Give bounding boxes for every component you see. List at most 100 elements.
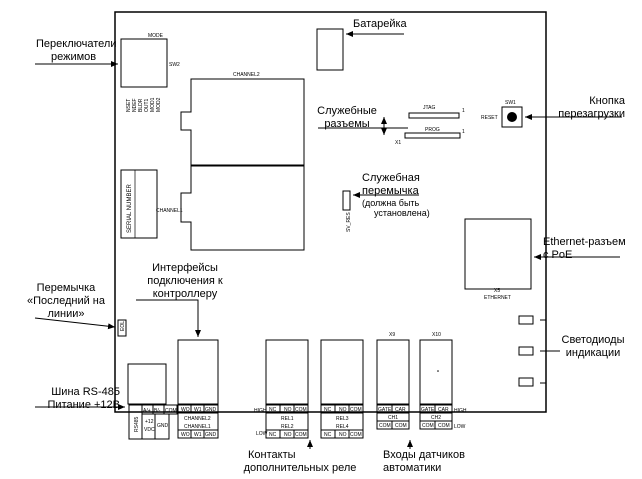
label-rs485: Шина RS-485 Питание +12В xyxy=(20,386,120,412)
callout-arrow xyxy=(136,299,201,337)
sw1-label: SW1 xyxy=(505,100,516,106)
label-line: Служебная xyxy=(362,172,420,184)
x9-label: X9 xyxy=(389,332,395,338)
x10-connector xyxy=(419,339,453,405)
label-line: Батарейка xyxy=(353,18,407,30)
mode-switch-name: MOD1 xyxy=(150,97,156,112)
jtag-pin1: 1 xyxy=(462,108,465,114)
relay-row-label: REL1 xyxy=(281,416,294,422)
x5-label: X5 xyxy=(494,288,500,294)
x10-pin: COM xyxy=(438,423,450,429)
pcb-outline xyxy=(114,11,547,413)
channel1-connector xyxy=(180,165,305,251)
x9-connector xyxy=(376,339,410,405)
ethernet-connector xyxy=(464,218,532,290)
x9-channel: CH1 xyxy=(388,415,398,421)
label-line: перезагрузки xyxy=(558,108,625,120)
label-line: контроллеру xyxy=(152,288,218,300)
rs485-pin: GND xyxy=(157,423,169,429)
rs485-pin: VDC xyxy=(144,427,155,433)
label-reset-button: Кнопка перезагрузки xyxy=(545,95,625,121)
reset-button xyxy=(507,112,517,122)
label-line: Контакты xyxy=(248,449,296,461)
x9-pin: COM xyxy=(395,423,407,429)
channel-pin: W1 xyxy=(194,432,202,438)
label-battery: Батарейка xyxy=(353,18,407,31)
label-line: Перемычка xyxy=(36,282,96,294)
label-line: разъемы xyxy=(324,118,370,130)
mode-switch-name: NDEF xyxy=(132,98,138,112)
label-leds: Светодиоды индикации xyxy=(557,334,629,360)
high-label-right: HIGH xyxy=(454,408,467,414)
battery xyxy=(316,28,344,71)
mode-switch-name: BLDR xyxy=(138,98,144,112)
channel-pin: W1 xyxy=(194,407,202,413)
x1-label: X1 xyxy=(395,140,401,146)
eol-jumper xyxy=(117,319,127,337)
x10-label: X10 xyxy=(432,332,441,338)
prog-connector xyxy=(404,132,461,139)
label-line: с PoE xyxy=(543,249,573,261)
rs485-terminal xyxy=(127,363,167,405)
prog-pin1: 1 xyxy=(462,129,465,135)
channel-row-label: CHANNEL2 xyxy=(184,416,211,422)
relay-block-1-2 xyxy=(265,339,309,405)
ethernet-board-label: ETHERNET xyxy=(484,295,511,301)
relay-pin: NC xyxy=(269,407,277,413)
x9-pin: CAR xyxy=(395,407,406,413)
relay-pin: NO xyxy=(284,432,292,438)
reset-label: RESET xyxy=(481,115,498,121)
label-mode-switches: Переключатели режимов xyxy=(36,38,116,64)
channel-row-label: CHANNEL1 xyxy=(184,424,211,430)
label-line: Светодиоды xyxy=(561,334,625,346)
mode-switch-name: MOD2 xyxy=(156,97,162,112)
sv-res-label: SV_RES xyxy=(346,212,352,232)
relay-pin: COM xyxy=(295,432,307,438)
serial-number-label: SERIAL NUMBER xyxy=(127,184,133,233)
rs485-pin: B/- xyxy=(154,408,161,414)
sv-res-jumper xyxy=(342,190,351,211)
channel-pin: WO xyxy=(181,407,190,413)
label-line: дополнительных реле xyxy=(243,462,357,474)
x9-pin: GATE xyxy=(378,407,392,413)
relay-pin: NO xyxy=(339,407,347,413)
mode-switch-block xyxy=(120,38,168,88)
relay-pin: NO xyxy=(284,407,292,413)
label-line: линии» xyxy=(47,308,85,320)
x10-pin: COM xyxy=(422,423,434,429)
label-line: перемычка xyxy=(362,185,419,197)
relay-pin: COM xyxy=(295,407,307,413)
low-label-right: LOW xyxy=(454,424,466,430)
x10-channel: CH2 xyxy=(431,415,441,421)
relay-pin: NC xyxy=(324,432,332,438)
led-indicator xyxy=(518,377,534,387)
label-sensor-inputs: Входы датчиков автоматики xyxy=(383,449,465,475)
x9-pin: COM xyxy=(379,423,391,429)
label-service-jumper: Служебная перемычка (должна быть установ… xyxy=(362,172,430,218)
relay-block-3-4 xyxy=(320,339,364,405)
led-indicator xyxy=(518,315,534,325)
label-line: установлена) xyxy=(374,208,430,218)
relay-pin: NO xyxy=(339,432,347,438)
reset-button-frame xyxy=(501,106,523,128)
rs485-side-label: RS485 xyxy=(134,416,140,432)
relay-row-label: REL4 xyxy=(336,424,349,430)
label-line: Интерфейсы xyxy=(152,262,218,274)
label-line: Ethernet-разъем xyxy=(543,236,626,248)
label-controller-interfaces: Интерфейсы подключения к контроллеру xyxy=(130,262,240,301)
rs485-pin: A/+ xyxy=(143,408,151,414)
mode-switch-name: OUT1 xyxy=(144,98,150,112)
channel-terminal-block xyxy=(177,339,219,405)
label-line: Служебные xyxy=(317,105,377,117)
label-line: «Последний на xyxy=(27,295,105,307)
x10-pin: CAR xyxy=(438,407,449,413)
label-line: Кнопка xyxy=(589,95,625,107)
eol-label: EOL xyxy=(120,321,126,331)
channel-pin: GND xyxy=(205,432,217,438)
label-line: автоматики xyxy=(383,462,442,474)
relay-row-label: REL3 xyxy=(336,416,349,422)
relay-pin: NC xyxy=(269,432,277,438)
relay-pin: NC xyxy=(324,407,332,413)
channel1-label: CHANNEL1 xyxy=(156,208,183,214)
prog-label: PROG xyxy=(425,127,440,133)
